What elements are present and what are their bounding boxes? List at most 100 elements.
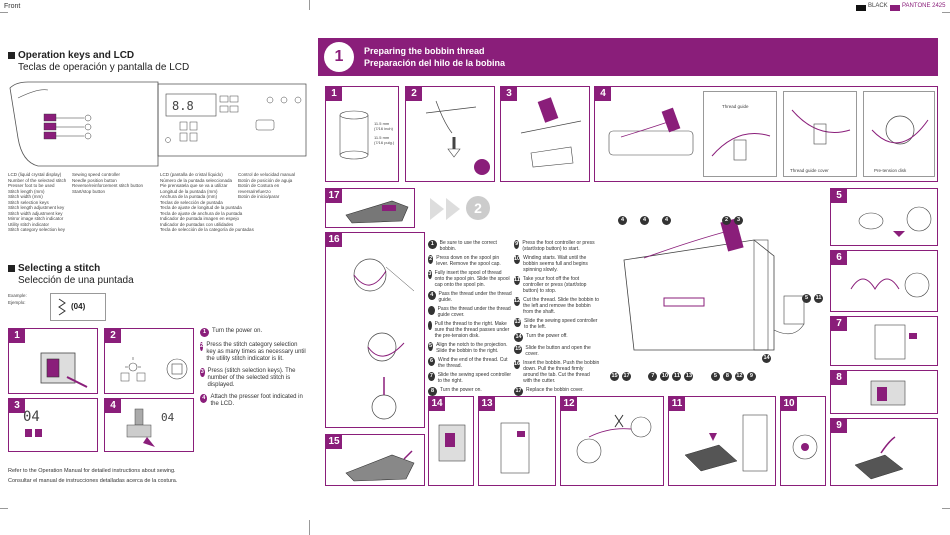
lcd-readout: 04 — [23, 409, 40, 425]
left-panel-3: 3 04 — [8, 398, 98, 452]
example-label-es: Ejemplo: — [8, 300, 26, 305]
legend-es-list: LCD (pantalla de cristal líquido) Número… — [160, 172, 260, 233]
legend-item: Stitch length adjustment key — [8, 205, 65, 210]
legend-item: Botón de inicio/parar — [238, 194, 280, 199]
legend-item: Start/stop button — [72, 188, 106, 194]
panel-step-13: 13 — [478, 396, 556, 486]
panel-step-5: 5 — [830, 188, 938, 246]
panel-step-9: 9 — [830, 418, 938, 486]
legend-en-list: LCD (liquid crystal display) Number of t… — [8, 172, 158, 233]
thread-guide-machine-icon — [608, 107, 694, 156]
legend-item: Longitud de la puntada (mm) — [160, 188, 218, 194]
zigzag-stitch-icon — [58, 298, 66, 316]
legend-item: Tecla de ajuste de longitud de la puntad… — [160, 205, 242, 210]
legend-item: Presser foot to be used — [8, 183, 55, 188]
panel-step-6: 6 — [830, 250, 938, 312]
power-switch-icon — [40, 352, 88, 388]
bobbin-icon — [339, 110, 369, 160]
pantone-label: PANTONE 2425 — [902, 3, 946, 9]
legend-item: Teclas de selección de puntada — [160, 199, 223, 205]
bobbin-case-illustration — [353, 258, 415, 420]
panel-step-15: 15 — [325, 434, 425, 486]
panel-step-8: 8 — [830, 370, 938, 414]
legend-item: Pie prensatela que se va a utilizar — [160, 183, 228, 188]
panel-step-2: 2 — [405, 86, 495, 182]
footer-es: Consultar el manual de instrucciones det… — [8, 478, 178, 484]
left-panel-1: 1 — [8, 328, 98, 394]
footer-en: Refer to the Operation Manual for detail… — [8, 468, 176, 474]
legend-item: Needle position button — [72, 177, 117, 183]
pantone-swatch — [890, 5, 900, 11]
legend-item: LCD (pantalla de cristal líquido) — [160, 172, 223, 177]
section2-title: Selecting a stitch — [8, 263, 100, 274]
example-label: Example: — [8, 293, 27, 298]
panel-step-1: 1 11.5 mm (7/16 inch) 11.5 mm (7/16 pulg… — [325, 86, 399, 182]
banner-title-es: Preparación del hilo de la bobina — [364, 58, 506, 68]
inset-pretension-disk: Pre-tension disk — [863, 91, 935, 177]
left-step-text: Attach the presser foot indicated in the… — [210, 394, 303, 407]
example-box: (04) — [50, 293, 106, 321]
panel-step-12: 12 — [560, 396, 664, 486]
panel-step-16: 16 — [325, 232, 425, 428]
callout-14: 14 — [762, 354, 771, 364]
next-section-arrows — [430, 198, 460, 220]
legend-es-list-2: Control de velocidad manual Botón de pos… — [238, 172, 308, 200]
step-number: 4 — [105, 399, 121, 413]
legend-item: Botón de Costura en reversa/refuerzo — [238, 183, 280, 194]
legend-item: Utility stitch indicator — [8, 221, 50, 227]
panel-step-3: 3 — [500, 86, 590, 182]
legend-item: Tecla de ajuste de anchura de la puntada — [160, 210, 243, 216]
section1-subtitle: Teclas de operación y pantalla de LCD — [18, 62, 190, 73]
category-key-icon — [120, 357, 188, 382]
svg-text:8.8: 8.8 — [172, 99, 194, 113]
section-circle-icon: 1 — [324, 42, 354, 72]
presser-foot-icon — [126, 408, 155, 447]
banner-title-en: Preparing the bobbin thread — [364, 46, 485, 56]
operation-keys-diagram: 8.8 — [9, 81, 307, 167]
step-circle: 2 — [466, 196, 490, 220]
bobbin-banner: 1 Preparing the bobbin thread Preparació… — [318, 38, 938, 76]
legend-item: Stitch category selection key — [8, 227, 66, 232]
legend-item: Anchura de la puntada (mm) — [160, 194, 218, 199]
step-number: 3 — [9, 399, 25, 413]
legend-item: Botón de posición de aguja — [238, 177, 293, 183]
black-swatch — [856, 5, 866, 11]
legend-item: Stitch width (mm) — [8, 194, 43, 199]
inset-thread-guide: Thread guide — [703, 91, 777, 177]
black-label: BLACK — [868, 3, 888, 9]
section2-subtitle: Selección de una puntada — [18, 275, 134, 286]
left-panel-4: 4 04 — [104, 398, 194, 452]
left-step-text: Press (stitch selection keys). The numbe… — [207, 368, 296, 388]
panel-step-11: 11 — [668, 396, 776, 486]
panel-step-7: 7 — [830, 316, 938, 366]
front-label: Front — [4, 3, 21, 10]
legend-item: Stitch selection keys — [8, 199, 49, 205]
panel-step-4: 4 Thread guide Thread guide cover Pre-te… — [594, 86, 938, 182]
left-step-text: Press the stitch category selection key … — [206, 342, 306, 362]
legend-item: LCD (liquid crystal display) — [8, 172, 62, 177]
step-number: 1 — [9, 329, 25, 343]
example-number: (04) — [71, 302, 86, 311]
legend-item: Mirror image stitch indicator — [8, 216, 64, 221]
legend-item: Indicador de puntada imagen en espejo — [160, 216, 240, 221]
sewing-machine-illustration — [623, 218, 805, 351]
legend-item: Reverse/reinforcement stitch button — [72, 183, 144, 188]
legend-item: Number of the selected stitch — [8, 177, 67, 183]
step-number: 2 — [105, 329, 121, 343]
legend-item: Número de la puntada seleccionada — [160, 177, 233, 183]
panel-step-14: 14 — [428, 396, 474, 486]
panel-step-17: 17 — [325, 188, 415, 228]
left-panel-2: 2 — [104, 328, 194, 394]
legend-item: Indicador de puntadas con utilidades — [160, 221, 234, 227]
left-step-text: Turn the power on. — [212, 328, 263, 334]
legend-item: Stitch width adjustment key — [8, 210, 63, 216]
section1-title: Operation keys and LCD — [8, 50, 134, 61]
legend-item: Stitch length (mm) — [8, 188, 45, 194]
legend-item: Control de velocidad manual — [238, 172, 296, 177]
legend-en-list-2: Sewing speed controller Needle position … — [72, 172, 152, 194]
